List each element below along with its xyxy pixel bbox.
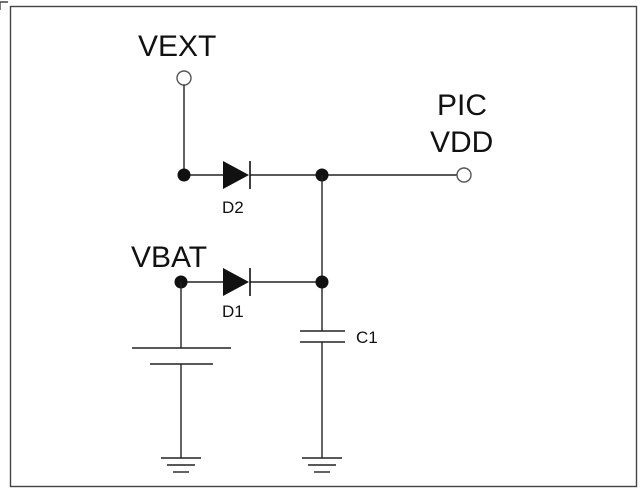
label-pic: PIC [437,89,487,122]
label-c1: C1 [356,328,378,347]
junction-d1 [315,275,329,289]
diode-d1 [223,268,251,296]
label-d1: D1 [222,302,244,321]
ground-icon [161,457,201,473]
diode-d2 [223,161,251,189]
corner-mark [0,1,8,10]
ground-icon [302,457,342,473]
label-d2: D2 [222,198,244,217]
pic-vdd-terminal [456,167,472,183]
label-vbat: VBAT [131,241,207,274]
diagram-frame [9,5,638,488]
vext-terminal [176,70,192,86]
label-vdd: VDD [430,126,493,159]
label-vext: VEXT [138,30,216,63]
junction-vext [177,168,191,182]
